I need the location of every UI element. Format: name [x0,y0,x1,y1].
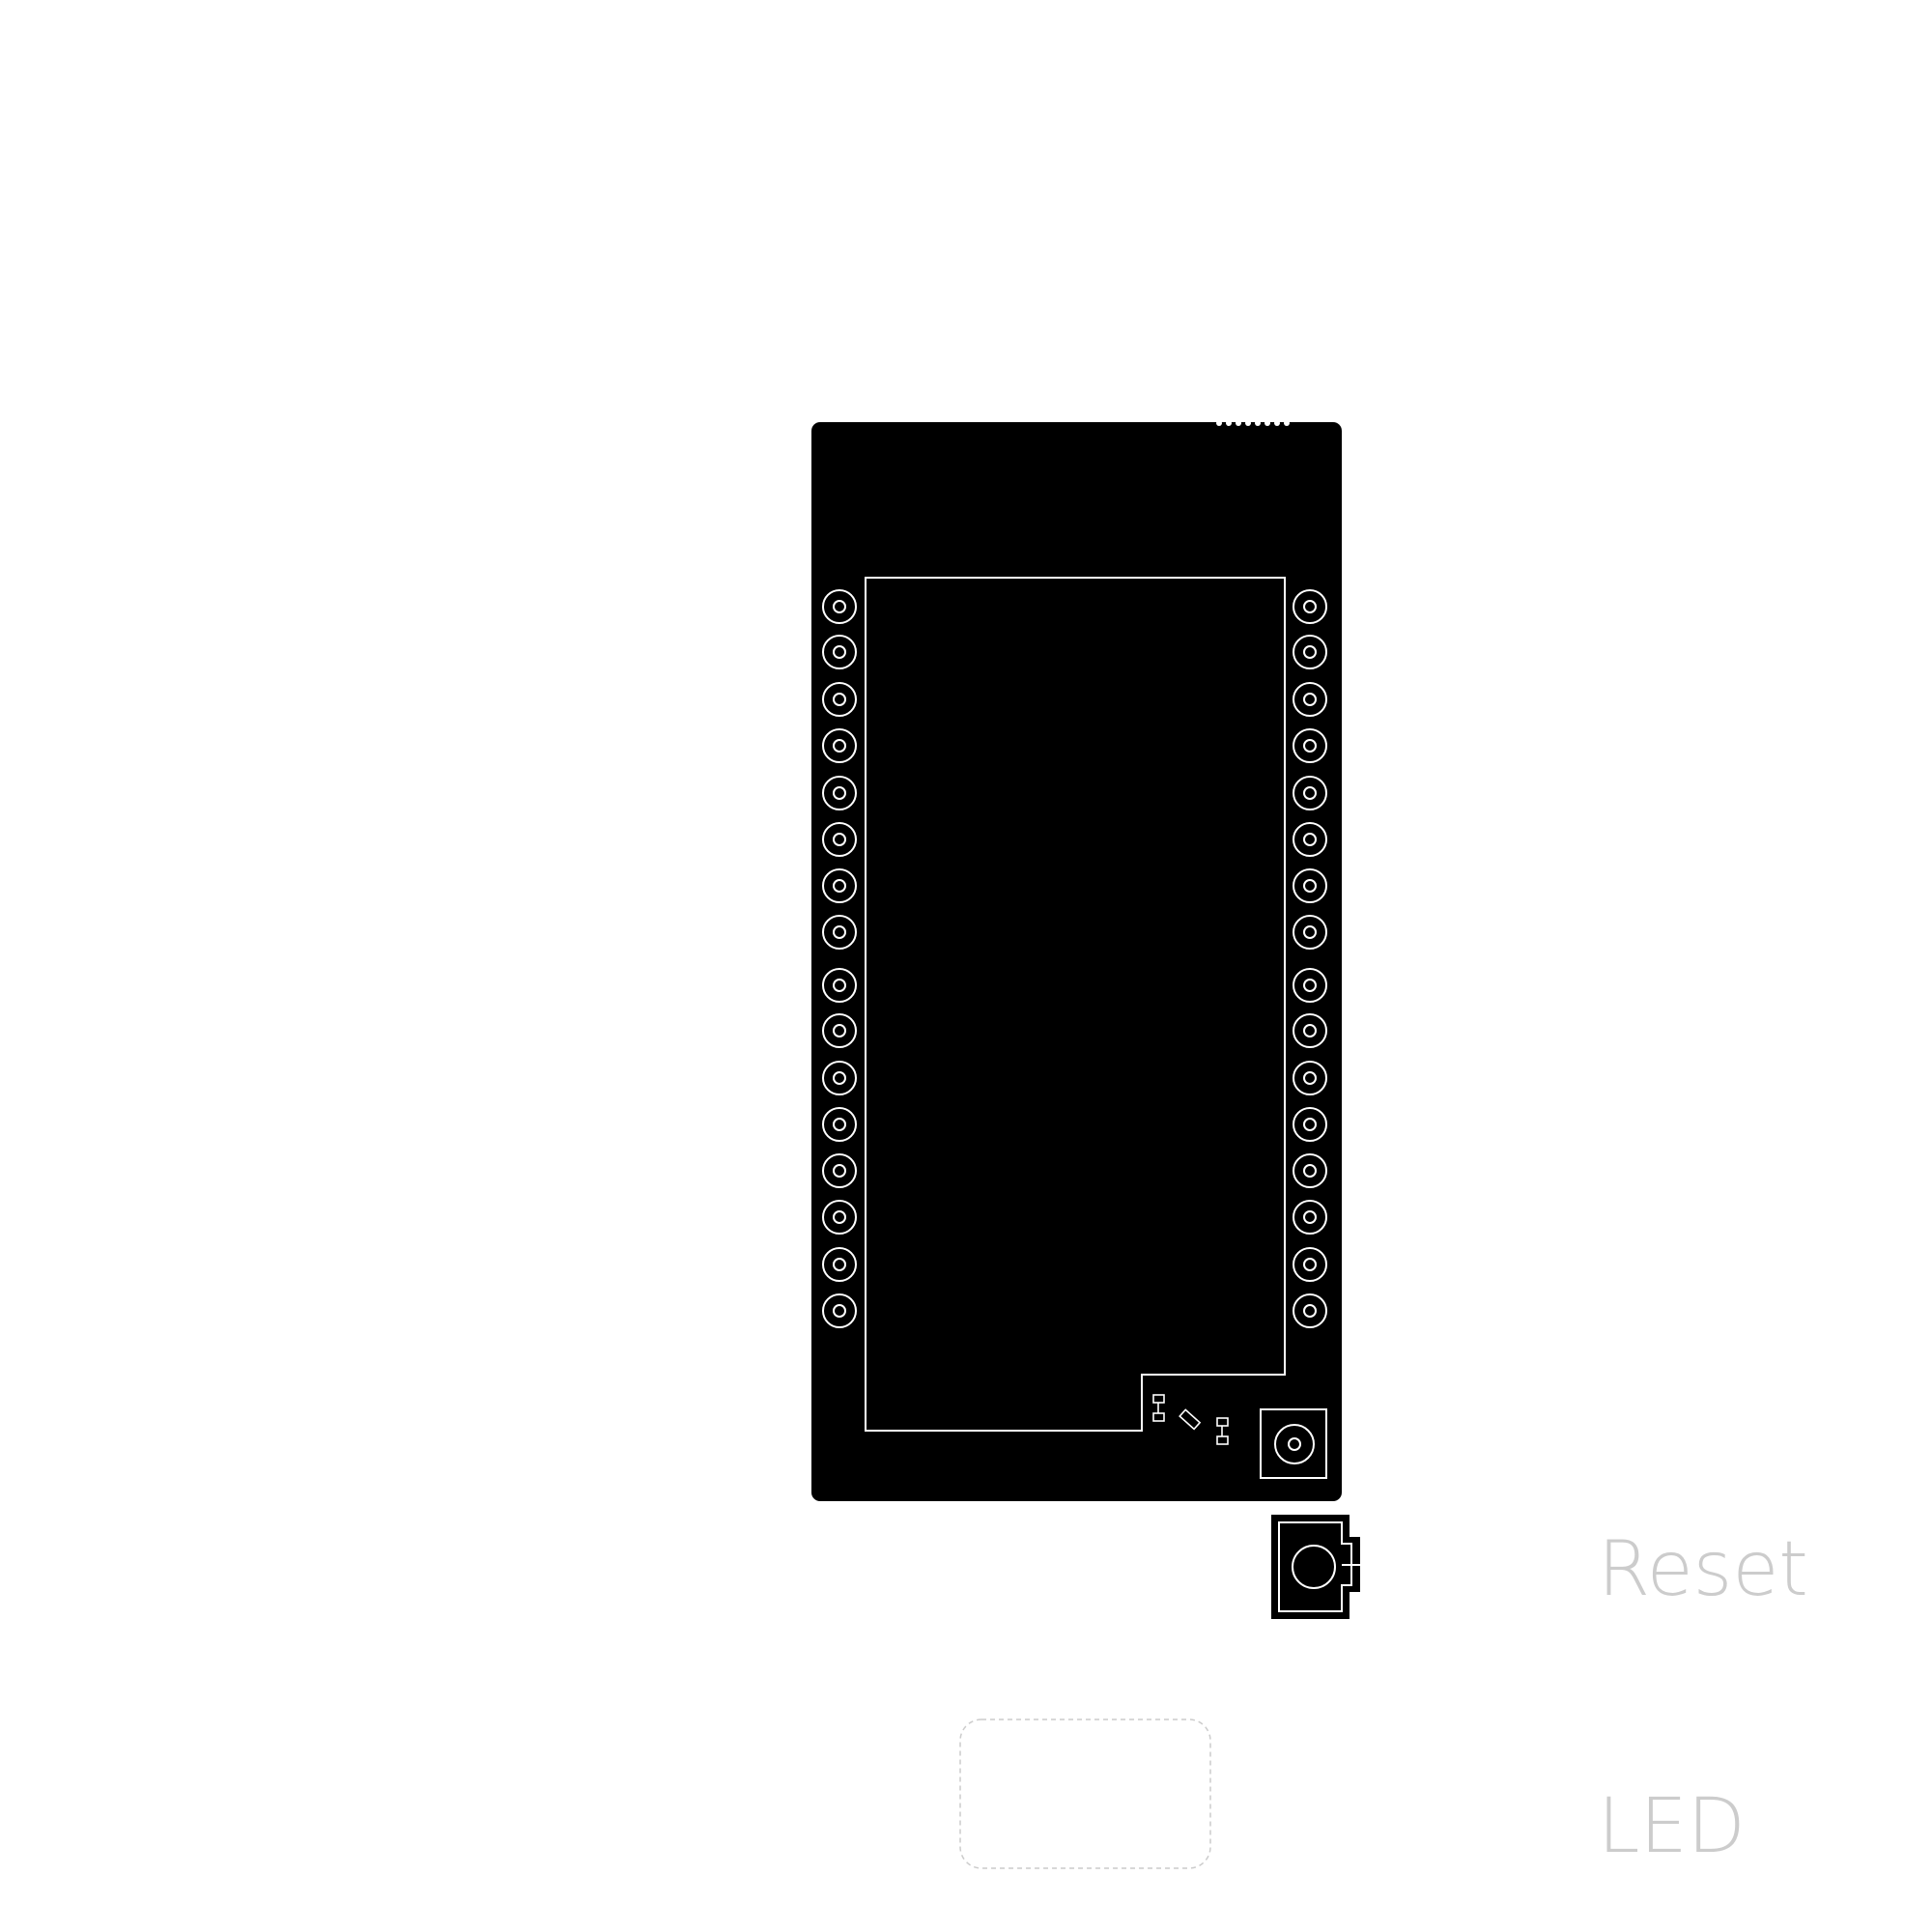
right-pin-13 [1293,1153,1327,1188]
right-pin-8 [1293,915,1327,950]
board-button [1260,1408,1327,1479]
led-placeholder [959,1719,1211,1869]
left-pin-10 [822,1013,857,1048]
left-pin-7 [822,868,857,903]
led-label: LED [1598,1783,1746,1870]
right-pin-12 [1293,1107,1327,1142]
right-pin-9 [1293,968,1327,1003]
right-pin-1 [1293,589,1327,624]
left-pin-14 [822,1200,857,1235]
left-pin-8 [822,915,857,950]
left-pin-2 [822,635,857,669]
right-pin-16 [1293,1293,1327,1328]
left-pin-1 [822,589,857,624]
left-pin-16 [822,1293,857,1328]
right-pin-10 [1293,1013,1327,1048]
right-pin-4 [1293,728,1327,763]
left-pin-3 [822,682,857,717]
smd-component-1 [1152,1394,1165,1422]
smd-component-2 [1179,1408,1202,1431]
right-pin-header [1293,589,1327,1328]
reset-button-symbol [1271,1515,1360,1619]
left-pin-5 [822,776,857,810]
antenna-edge-dots [1216,420,1290,426]
left-pin-header [822,589,857,1328]
right-pin-7 [1293,868,1327,903]
right-pin-2 [1293,635,1327,669]
left-pin-12 [822,1107,857,1142]
pcb-board [811,422,1342,1501]
left-pin-13 [822,1153,857,1188]
left-pin-9 [822,968,857,1003]
right-pin-6 [1293,822,1327,857]
right-pin-11 [1293,1061,1327,1095]
smd-component-3 [1216,1417,1229,1445]
left-pin-6 [822,822,857,857]
right-pin-14 [1293,1200,1327,1235]
right-pin-15 [1293,1247,1327,1282]
module-outline [865,577,1286,1432]
right-pin-3 [1293,682,1327,717]
left-pin-4 [822,728,857,763]
reset-label: Reset [1598,1526,1808,1613]
left-pin-15 [822,1247,857,1282]
right-pin-5 [1293,776,1327,810]
left-pin-11 [822,1061,857,1095]
